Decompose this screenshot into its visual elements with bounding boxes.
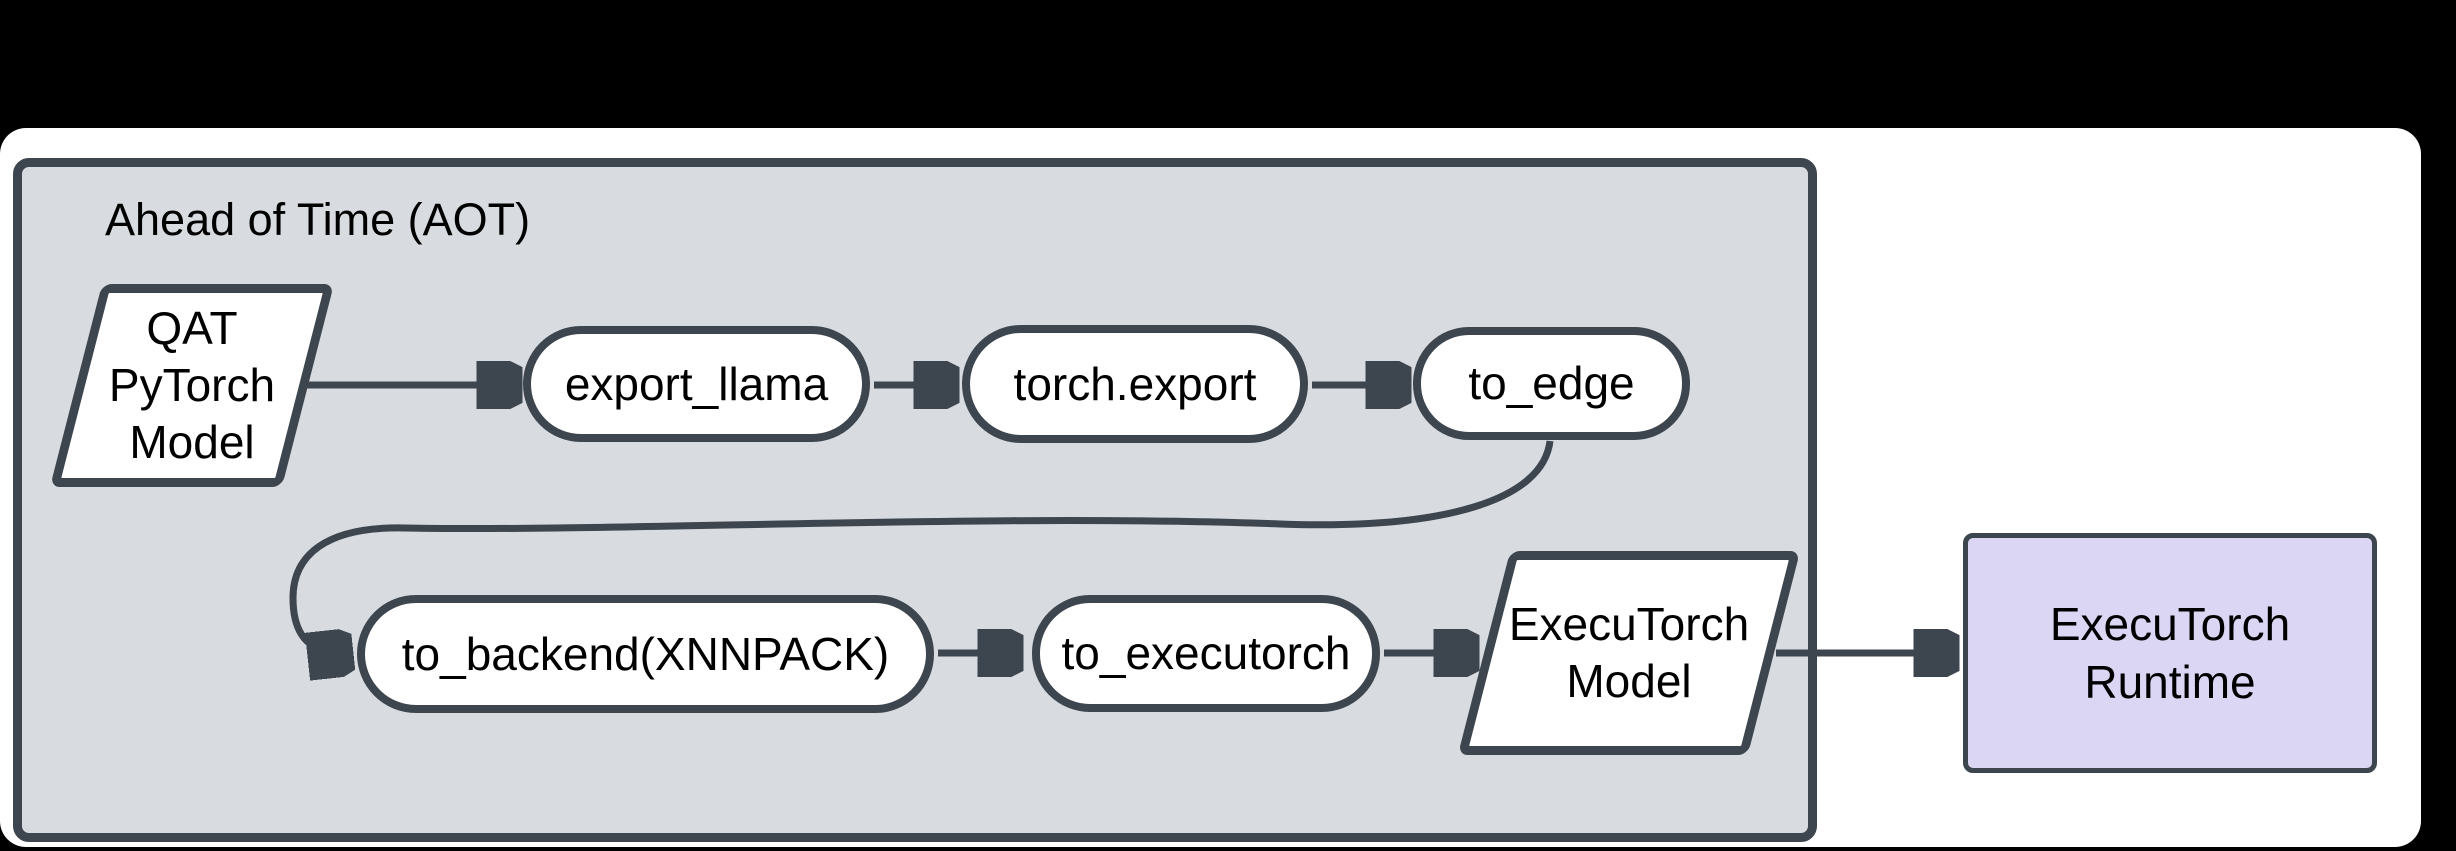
node-executorch-runtime: ExecuTorch Runtime [1963,533,2377,773]
node-label: QAT PyTorch Model [108,302,276,468]
node-to-backend-xnnpack: to_backend(XNNPACK) [357,595,934,713]
node-export-llama: export_llama [523,326,870,442]
node-label: ExecuTorch Runtime [2049,598,2291,708]
node-label: export_llama [564,357,829,410]
node-to-edge: to_edge [1413,327,1690,440]
node-to-executorch: to_executorch [1032,595,1380,712]
node-label: to_edge [1468,357,1635,409]
node-label: to_backend(XNNPACK) [401,627,890,680]
node-label: torch.export [1013,357,1257,410]
aot-group-label: Ahead of Time (AOT) [105,194,531,245]
node-label: to_executorch [1061,627,1351,679]
node-label: ExecuTorch Model [1508,598,1750,707]
node-torch-export: torch.export [962,325,1308,443]
node-qat-pytorch-model: QAT PyTorch Model [49,284,335,487]
node-executorch-model: ExecuTorch Model [1457,551,1801,755]
